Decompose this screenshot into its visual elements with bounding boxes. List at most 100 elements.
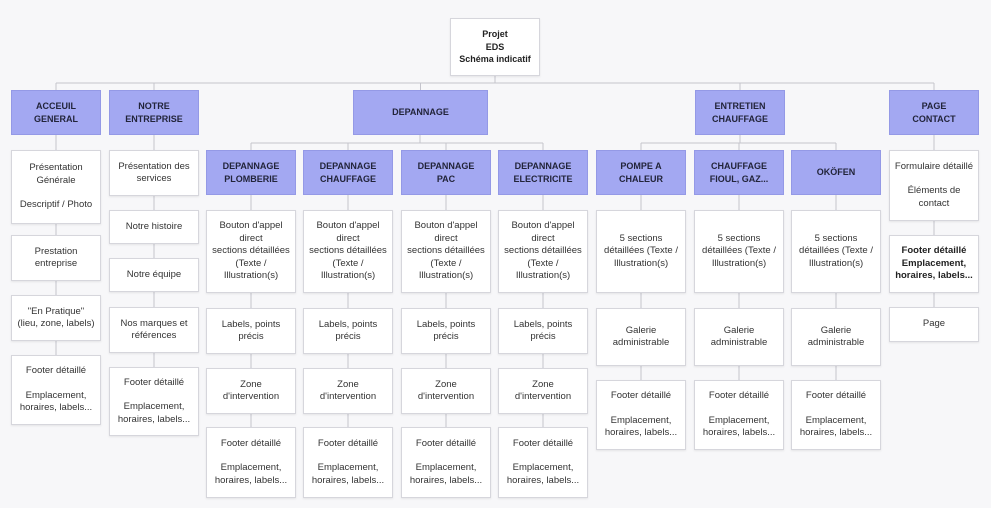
dep-3-item-0-line-3: (Texte / (527, 257, 559, 269)
ent-1-item-1-line-1: administrable (710, 337, 768, 348)
header-acceuil-general-line-0: ACCEUIL (36, 101, 76, 111)
contact-item-1-line-1: Emplacement, (901, 257, 967, 269)
dep-1-item-0-line-2: sections détaillées (309, 245, 387, 257)
ent-2-item-2-line-3: horaires, labels... (799, 427, 873, 439)
dep-3-item-3-line-0: Footer détaillé (512, 437, 574, 449)
ent-1-item-1-line-0: Galerie (723, 324, 755, 336)
header-page-contact-line-0: PAGE (921, 101, 947, 111)
root-node-line-1: EDS (485, 41, 505, 52)
dep-2-item-3-line-3: horaires, labels... (409, 474, 483, 486)
root-node-line-0: Projet (482, 29, 508, 40)
notre-item-1[interactable]: Notre histoire (109, 210, 199, 244)
dep-1-item-1-line-1: précis (335, 331, 361, 342)
dep-2-item-3-line-2: Emplacement, (415, 462, 477, 474)
notre-item-4-line-0: Footer détaillé (123, 376, 185, 388)
acceuil-item-3-line-2: Emplacement, (25, 389, 87, 401)
ent-2-item-0-line-1: détaillées (Texte / (799, 245, 873, 257)
dep-2-item-0-line-1: direct (434, 232, 458, 244)
acceuil-item-2[interactable]: "En Pratique"(lieu, zone, labels) (11, 295, 101, 341)
dep-2-item-1-line-1: précis (433, 331, 459, 342)
ent-1-item-2-line-3: horaires, labels... (702, 427, 776, 439)
dep-3-item-1-line-0: Labels, points (513, 318, 573, 330)
notre-item-2[interactable]: Notre équipe (109, 258, 199, 292)
acceuil-item-0-line-3: Descriptif / Photo (19, 199, 93, 211)
dep-2-item-0-line-0: Bouton d'appel (414, 220, 478, 232)
dep-3-item-2-line-1: d'intervention (514, 391, 572, 402)
dep-sub-header-3-line-0: DEPANNAGE (514, 161, 572, 171)
header-depannage[interactable]: DEPANNAGE (353, 90, 488, 135)
dep-2-item-0-line-4: Illustration(s) (418, 270, 474, 282)
header-entretien-chauffage-line-1: CHAUFFAGE (712, 113, 768, 124)
ent-sub-header-2[interactable]: OKÖFEN (791, 150, 881, 195)
dep-3-item-0-line-2: sections détaillées (504, 245, 582, 257)
ent-sub-header-1-line-0: CHAUFFAGE (711, 161, 767, 171)
ent-1-item-0-line-2: Illustration(s) (711, 257, 767, 269)
ent-0-item-0-line-2: Illustration(s) (613, 257, 669, 269)
acceuil-item-3-line-0: Footer détaillé (25, 365, 87, 377)
contact-item-0-line-2: Éléments de (907, 185, 961, 197)
dep-0-item-0-line-4: Illustration(s) (223, 270, 279, 282)
notre-item-4-line-2: Emplacement, (123, 401, 185, 413)
contact-item-2-line-0: Page (922, 318, 946, 330)
contact-item-2[interactable]: Page (889, 307, 979, 342)
dep-0-item-0-line-2: sections détaillées (212, 245, 290, 257)
dep-1-item-2-line-1: d'intervention (319, 391, 377, 402)
dep-1-item-3-line-3: horaires, labels... (311, 474, 385, 486)
header-depannage-line-0: DEPANNAGE (392, 107, 449, 118)
ent-0-item-2-line-0: Footer détaillé (610, 390, 672, 402)
notre-item-0-line-1: services (136, 173, 172, 184)
dep-1-item-3-line-2: Emplacement, (317, 462, 379, 474)
ent-2-item-1-line-0: Galerie (820, 324, 852, 336)
acceuil-item-0-line-0: Présentation (29, 162, 83, 174)
ent-2-item-0-line-2: Illustration(s) (808, 257, 864, 269)
ent-0-item-2-line-3: horaires, labels... (604, 427, 678, 439)
ent-2-item-1-line-1: administrable (807, 337, 865, 348)
ent-0-item-1-line-1: administrable (612, 337, 670, 348)
ent-0-item-2-line-2: Emplacement, (610, 414, 672, 426)
